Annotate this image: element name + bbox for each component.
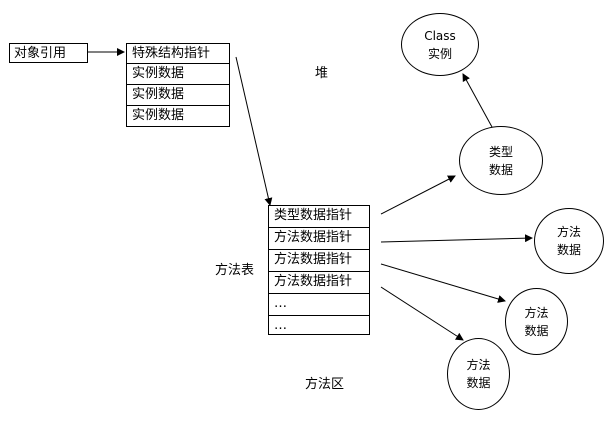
arrow-to-method-data-3 [380,286,464,341]
method-area-label: 方法区 [305,377,345,392]
heap-row-instance-data-3: 实例数据 [126,105,230,127]
heap-row-instance-data-1: 实例数据 [126,63,230,85]
method-table-row-method-pointer-2: 方法数据指针 [268,249,370,272]
object-reference-box: 对象引用 [9,43,88,63]
heap-row-instance-data-2: 实例数据 [126,84,230,106]
method-data-node-1: 方法 数据 [534,208,604,274]
method-table-label: 方法表 [215,263,255,278]
method-data-node-3: 方法 数据 [447,338,510,410]
method-table-row-ellipsis-2: … [268,315,370,335]
method-table-row-ellipsis-1: … [268,293,370,316]
object-reference-label: 对象引用 [14,46,67,61]
arrow-to-class-instance [462,73,493,128]
method-table-row-method-pointer-1: 方法数据指针 [268,227,370,250]
arrow-to-type-data [380,175,456,215]
class-instance-node: Class 实例 [401,13,479,76]
arrow-heap-to-method-table [235,56,273,206]
type-data-node: 类型 数据 [459,126,543,195]
arrow-to-method-data-2 [380,263,506,303]
method-data-node-2: 方法 数据 [505,288,568,355]
heap-row-struct-pointer: 特殊结构指针 [126,43,230,64]
heap-label: 堆 [315,66,329,81]
arrow-to-method-data-1 [380,234,533,243]
method-table-row-type-pointer: 类型数据指针 [268,205,370,228]
method-table-row-method-pointer-3: 方法数据指针 [268,271,370,294]
